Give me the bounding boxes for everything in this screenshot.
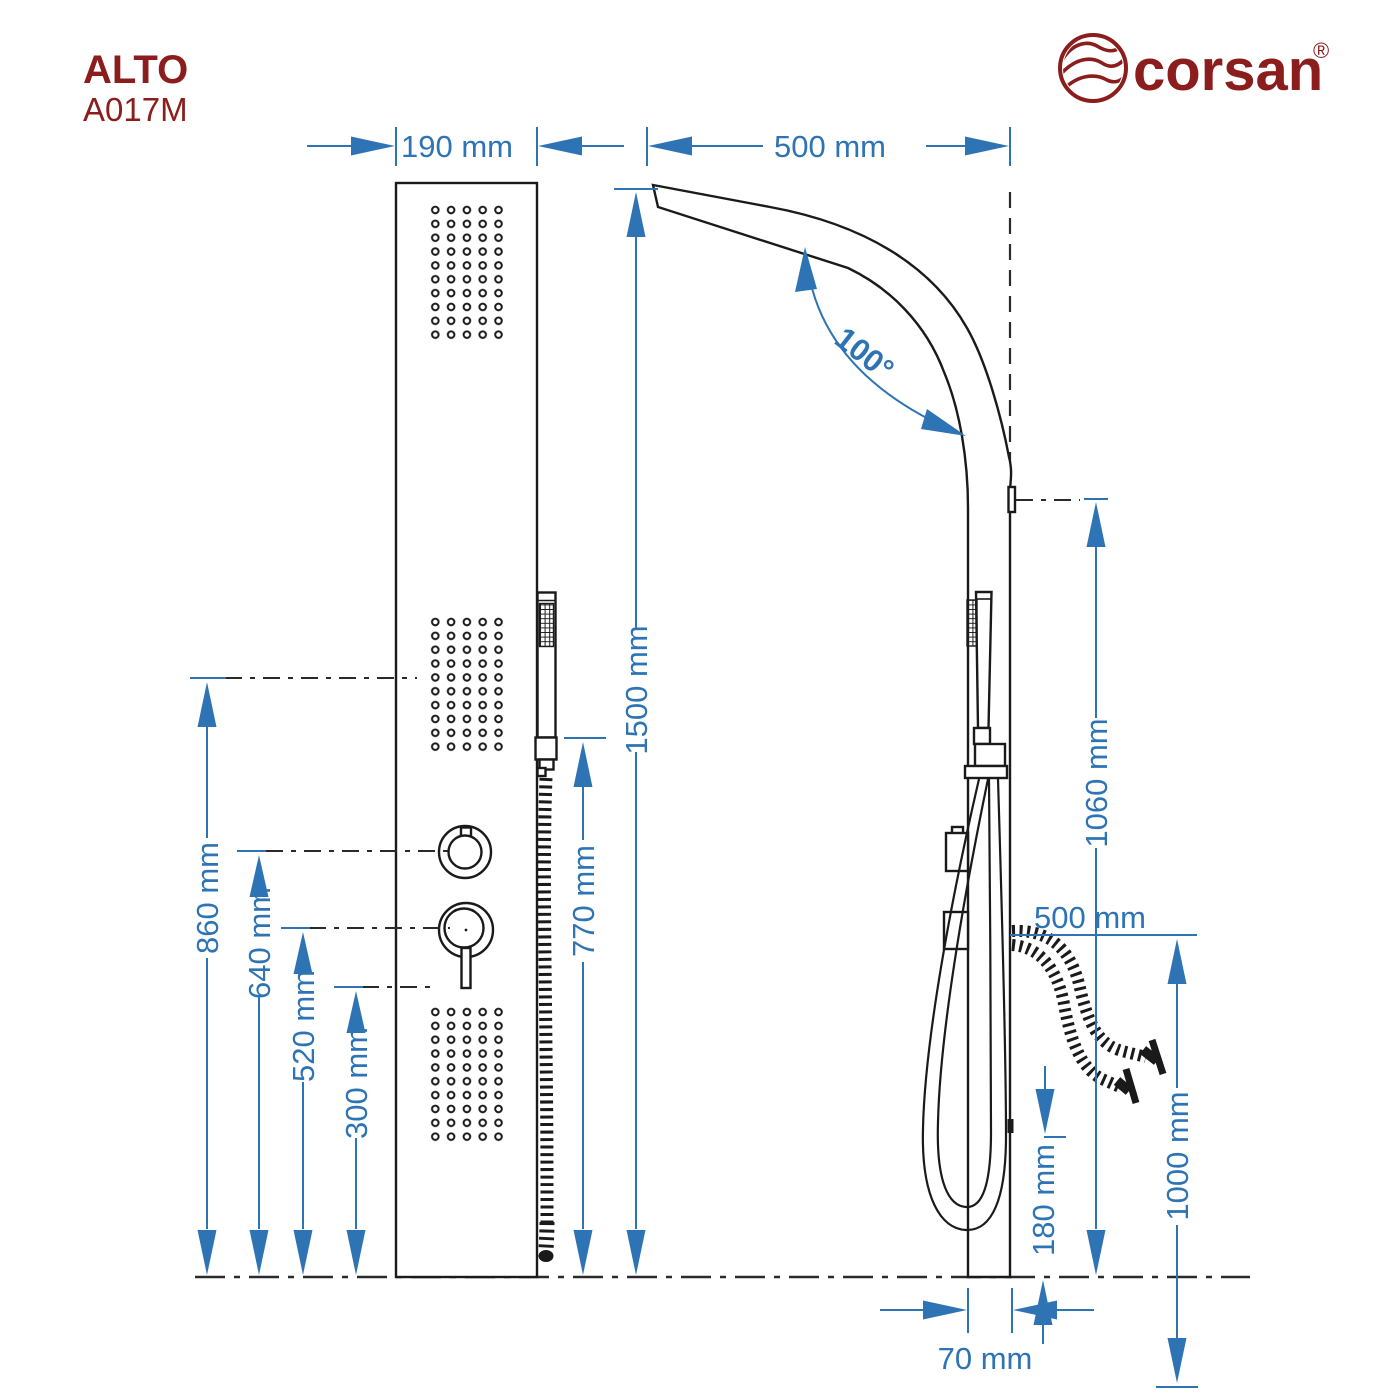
base-depth-label: 70 mm: [938, 1341, 1033, 1376]
lower-knob-height-label: 520 mm: [286, 970, 321, 1082]
supply-hose-drop-label: 1000 mm: [1160, 1091, 1195, 1220]
upper-knob-side-body: [944, 831, 970, 873]
dim-base-depth: 70 mm: [880, 1288, 1094, 1376]
hose-fitting-icon: [1122, 1068, 1140, 1104]
spray-face-side-icon: [966, 599, 978, 647]
lower-knob: [437, 901, 495, 990]
hand-shower-front: [534, 591, 558, 778]
hand-shower-height-label: 770 mm: [566, 845, 601, 957]
spray-jet-grid-top: [427, 203, 507, 342]
dim-supply-hose-length: 500 mm: [1010, 900, 1197, 936]
inlet-height-label: 180 mm: [1026, 1144, 1061, 1256]
registered-trademark: ®: [1313, 38, 1329, 63]
dim-panel-height: 1500 mm: [614, 188, 658, 1275]
upper-jets-height-label: 860 mm: [190, 842, 225, 954]
panel-width-label: 190 mm: [401, 129, 513, 164]
product-code: A017M: [83, 91, 188, 128]
supply-hoses: [1011, 924, 1167, 1104]
shower-hose-front: [537, 777, 555, 1262]
dim-supply-hose-drop: 1000 mm: [1156, 939, 1198, 1388]
hand-shower-side: [963, 590, 1009, 780]
dim-arm-reach: 500 mm: [646, 127, 1011, 166]
dim-arm-outlet-height: 1060 mm: [1079, 498, 1114, 1275]
dim-lower-jets-height: 300 mm: [334, 986, 374, 1275]
lower-jets-height-label: 300 mm: [339, 1027, 374, 1139]
shower-hose-loop: [921, 778, 1008, 1232]
dim-panel-width: 190 mm: [307, 127, 624, 166]
supply-hose-length-label: 500 mm: [1034, 900, 1146, 935]
title-block: ALTO A017M: [83, 48, 188, 128]
brand-name: corsan: [1133, 38, 1323, 103]
dim-hand-shower-height: 770 mm: [564, 737, 606, 1275]
shower-arm-and-column: [651, 183, 1013, 1279]
arm-outlet-height-label: 1060 mm: [1079, 718, 1114, 847]
arm-angle-label: 100°: [828, 320, 900, 387]
hose-fitting-icon: [1148, 1038, 1167, 1076]
front-view: [394, 181, 558, 1279]
logo-circle-icon: [1058, 33, 1128, 103]
water-inlet-mark: [1007, 1119, 1014, 1133]
logo-wave-icon: [1063, 41, 1123, 91]
spray-jet-grid-bottom: [427, 1005, 507, 1144]
spray-jet-grid-middle: [427, 615, 507, 754]
panel-height-label: 1500 mm: [619, 625, 654, 754]
arm-outlet-notch: [1007, 485, 1017, 514]
dim-inlet-height: 180 mm: [1026, 1066, 1066, 1344]
shower-holder: [973, 742, 1007, 768]
arm-reach-label: 500 mm: [774, 129, 886, 164]
leader-lines: [225, 499, 1080, 988]
upper-knob-height-label: 640 mm: [242, 887, 277, 999]
spray-face-icon: [538, 602, 555, 648]
dim-lower-knob-height: 520 mm: [281, 927, 321, 1275]
side-view: [651, 183, 1167, 1279]
dim-upper-jets-height: 860 mm: [190, 677, 226, 1275]
brand-logo: corsan ®: [1058, 33, 1329, 103]
upper-knob: [437, 824, 493, 880]
dim-upper-knob-height: 640 mm: [237, 850, 277, 1275]
product-name: ALTO: [83, 48, 188, 92]
